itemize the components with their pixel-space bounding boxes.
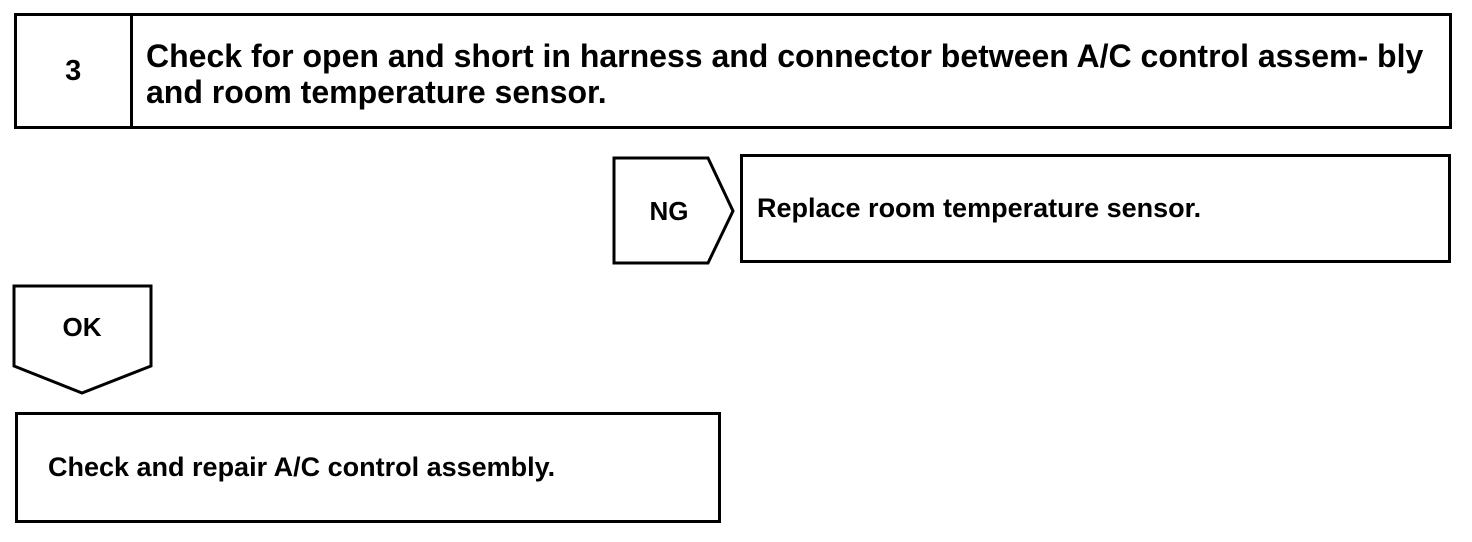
ok-label: OK (62, 312, 102, 342)
step-number: 3 (17, 16, 133, 126)
ng-action-box: Replace room temperature sensor. (740, 154, 1451, 263)
ok-action-text: Check and repair A/C control assembly. (48, 452, 556, 482)
ng-label: NG (649, 196, 689, 226)
ng-arrow-shape (612, 156, 735, 265)
step-box: 3 Check for open and short in harness an… (14, 13, 1452, 129)
ng-action-text: Replace room temperature sensor. (757, 193, 1202, 223)
ok-action-box: Check and repair A/C control assembly. (15, 412, 721, 523)
step-instruction: Check for open and short in harness and … (146, 38, 1424, 110)
ok-arrow-shape (12, 284, 153, 395)
